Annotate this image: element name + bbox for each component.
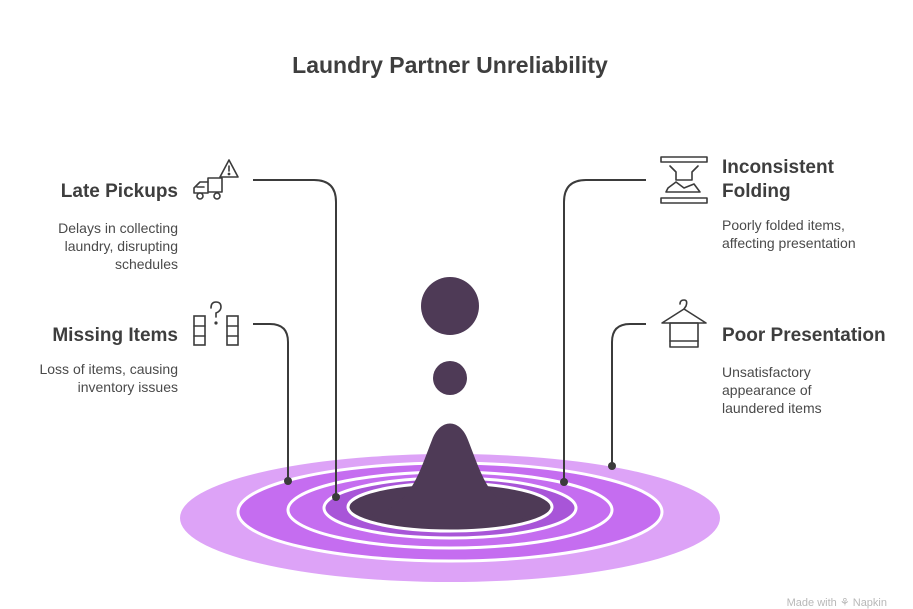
missing-items-heading: Missing Items bbox=[52, 325, 178, 346]
connector-missing-items bbox=[253, 323, 289, 481]
missing-items-desc-line: inventory issues bbox=[77, 379, 178, 395]
connector-dot-inconsistent-folding bbox=[560, 478, 568, 486]
missing-items-desc-line: Loss of items, causing bbox=[39, 361, 178, 377]
splash-peak bbox=[372, 423, 528, 528]
late-pickups-desc-line: Delays in collecting bbox=[58, 220, 178, 236]
footer-credit: Made with ⚘ Napkin bbox=[786, 597, 887, 609]
inconsistent-folding-heading-line: Inconsistent bbox=[722, 157, 834, 178]
missing-items-description: Loss of items, causing inventory issues bbox=[39, 360, 178, 396]
late-pickups-desc-line: laundry, disrupting bbox=[64, 238, 178, 254]
hanger-towel-icon bbox=[661, 299, 707, 348]
late-pickups-heading: Late Pickups bbox=[60, 181, 178, 202]
late-pickups-desc-line: schedules bbox=[114, 256, 178, 272]
inconsistent-folding-heading-line: Folding bbox=[722, 181, 791, 202]
connector-dot-poor-presentation bbox=[608, 462, 616, 470]
connector-inconsistent-folding bbox=[563, 179, 646, 482]
inconsistent-folding-heading: Inconsistent Folding bbox=[722, 156, 834, 204]
inconsistent-folding-desc-line: affecting presentation bbox=[722, 235, 856, 251]
poor-presentation-desc-line: laundered items bbox=[722, 400, 822, 416]
folding-clothes-icon bbox=[660, 156, 708, 204]
truck-warning-icon bbox=[193, 159, 239, 200]
late-pickups-description: Delays in collecting laundry, disrupting… bbox=[58, 219, 178, 273]
page-title: Laundry Partner Unreliability bbox=[292, 52, 608, 78]
connector-dot-missing-items bbox=[284, 477, 292, 485]
missing-boxes-question-icon bbox=[193, 301, 239, 346]
poor-presentation-desc-line: Unsatisfactory bbox=[722, 364, 811, 380]
droplet-small bbox=[433, 361, 467, 395]
inconsistent-folding-desc-line: Poorly folded items, bbox=[722, 217, 845, 233]
poor-presentation-description: Unsatisfactory appearance of laundered i… bbox=[722, 363, 822, 417]
connector-late-pickups bbox=[253, 179, 337, 497]
poor-presentation-desc-line: appearance of bbox=[722, 382, 812, 398]
connector-dot-late-pickups bbox=[332, 493, 340, 501]
inconsistent-folding-description: Poorly folded items, affecting presentat… bbox=[722, 216, 856, 252]
poor-presentation-heading: Poor Presentation bbox=[722, 325, 886, 346]
droplet-large bbox=[421, 277, 479, 335]
connector-poor-presentation bbox=[611, 323, 646, 466]
